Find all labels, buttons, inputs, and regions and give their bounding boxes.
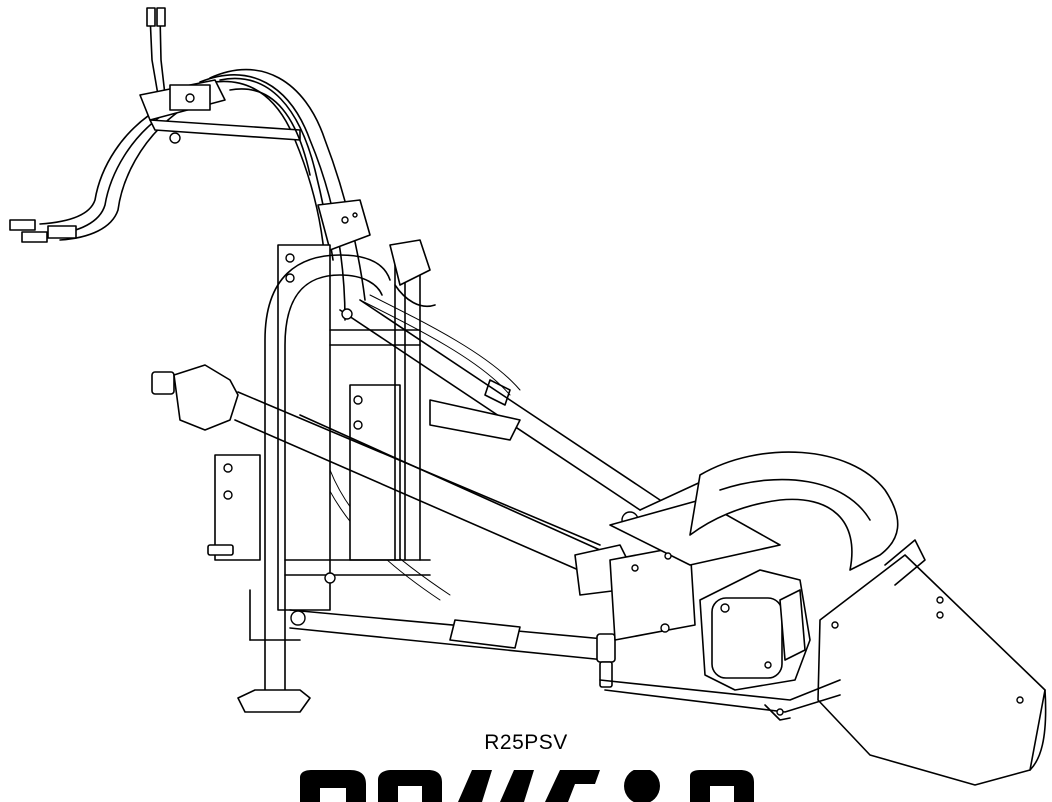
rotor-motor [699, 569, 811, 691]
main-frame [214, 244, 431, 713]
deflector-plate [817, 539, 1047, 786]
lower-arm [289, 572, 616, 688]
arch-support [219, 77, 371, 261]
skid-plate [599, 679, 841, 721]
rotor-guard [689, 451, 899, 571]
brand-logo [300, 770, 754, 802]
frame-pin [207, 544, 234, 556]
model-label: R25PSV [484, 731, 568, 754]
gearbox [609, 479, 781, 641]
